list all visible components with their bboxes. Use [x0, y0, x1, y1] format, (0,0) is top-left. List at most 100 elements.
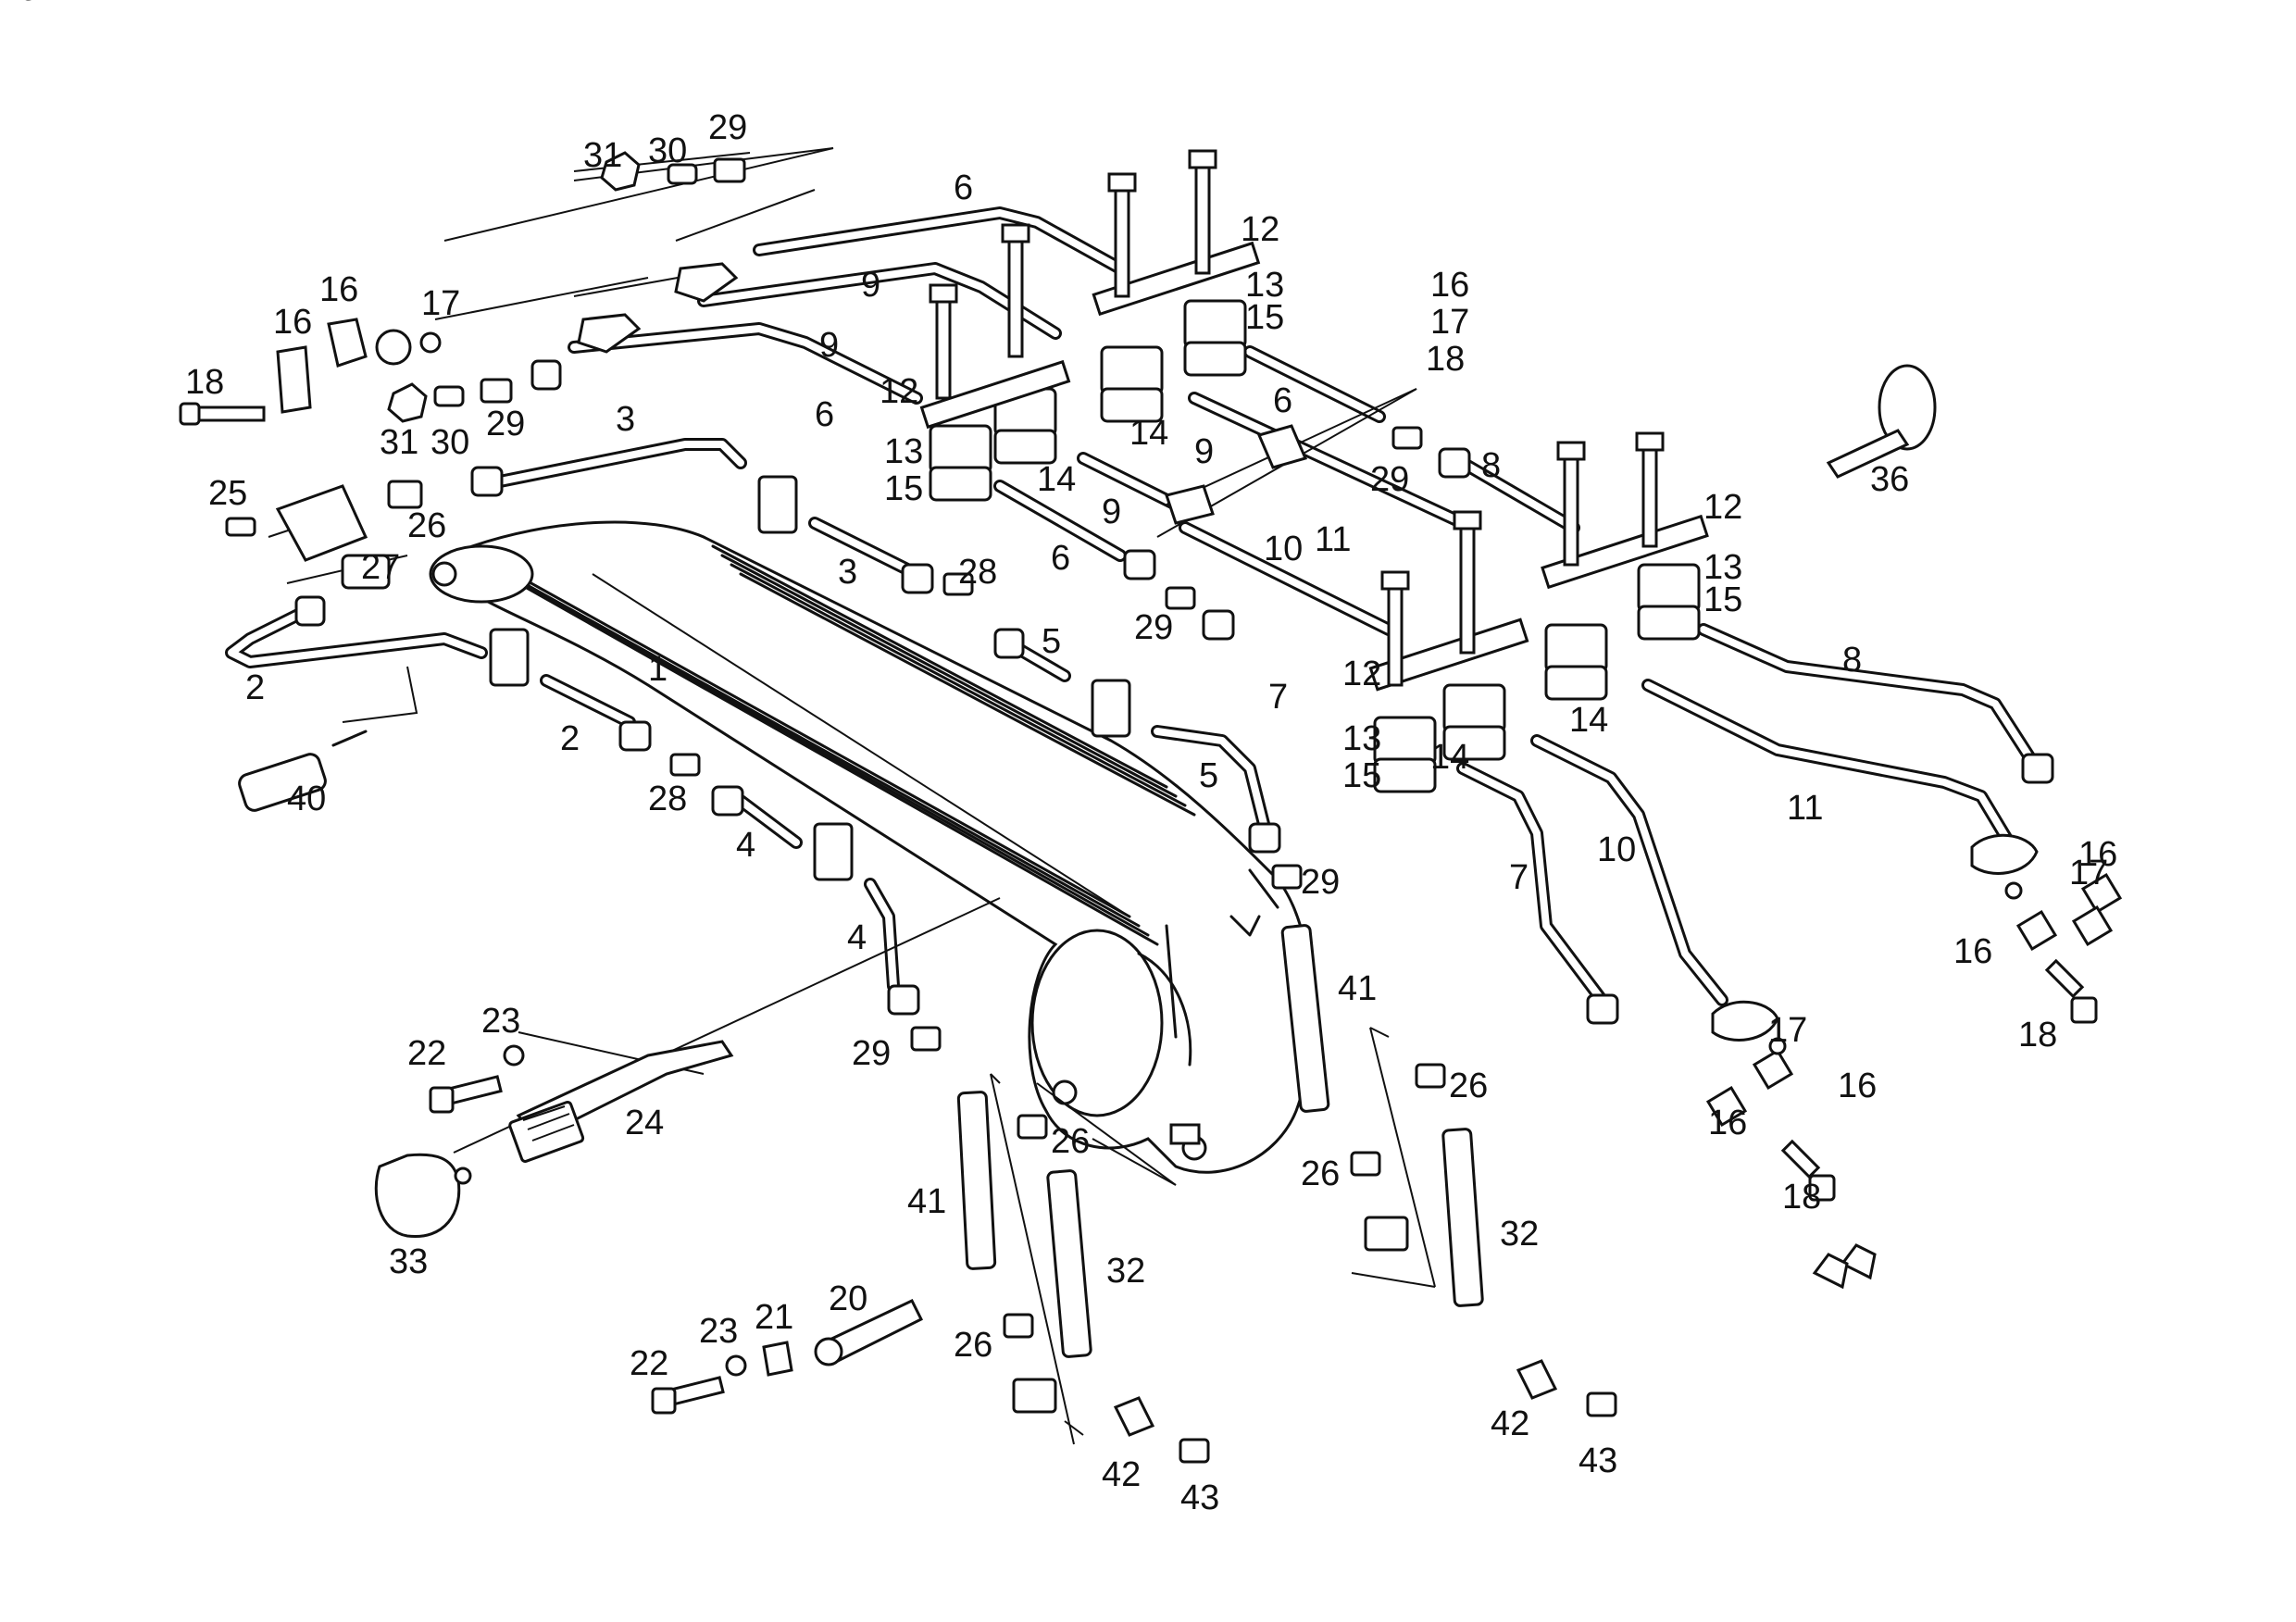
callout-c5b: 5	[1199, 756, 1218, 795]
callout-c28b: 28	[648, 780, 687, 818]
callout-c13a: 13	[1245, 266, 1284, 305]
callout-c14b: 14	[1129, 414, 1168, 453]
callout-c31b: 31	[380, 423, 418, 462]
hose-32-right	[1441, 1128, 1484, 1307]
callout-c14a: 14	[1037, 460, 1076, 499]
callout-c16f: 16	[1838, 1067, 1877, 1105]
hose-41-right	[1280, 924, 1330, 1113]
pedal-box-body	[429, 520, 1314, 1174]
callout-c42a: 42	[1491, 1404, 1529, 1443]
callout-c26b: 26	[1449, 1067, 1488, 1105]
callout-c40: 40	[287, 780, 326, 818]
callout-c14c: 14	[1430, 738, 1469, 777]
callout-c12b: 12	[880, 372, 918, 411]
cable-strap-36	[1878, 364, 1937, 451]
callout-c12c: 12	[1703, 488, 1742, 527]
callout-c32b: 32	[1106, 1252, 1145, 1291]
callout-c29f: 29	[852, 1034, 891, 1073]
callout-c3a: 3	[616, 400, 635, 439]
callout-c29c: 29	[1370, 460, 1409, 499]
hose-41-left	[956, 1091, 997, 1270]
callout-c6b: 6	[815, 395, 834, 434]
pipe-group	[225, 206, 2043, 1006]
callout-c7b: 7	[1509, 858, 1529, 897]
callout-c26e: 26	[954, 1326, 992, 1365]
callout-c13c: 13	[1703, 548, 1742, 587]
callout-c43a: 43	[1578, 1441, 1617, 1480]
knob-33	[374, 1153, 461, 1239]
mounting-plate-12a	[919, 359, 1071, 430]
callout-c30b: 30	[430, 423, 469, 462]
mounting-plate-12b	[1092, 241, 1261, 317]
callout-c11a: 11	[1315, 520, 1351, 559]
callout-c17c: 17	[2069, 854, 2108, 892]
clamp-block-14b	[1100, 345, 1164, 395]
clamp-block-13a	[929, 424, 992, 474]
callout-c29e: 29	[1301, 863, 1340, 902]
callout-c16a: 16	[1430, 266, 1469, 305]
callout-c26c: 26	[1051, 1122, 1090, 1161]
callout-c15a: 15	[1245, 298, 1284, 337]
callout-c18d: 18	[1782, 1178, 1821, 1216]
clamp-block-13d	[1637, 563, 1701, 613]
callout-c16d: 16	[2078, 835, 2117, 874]
callout-c16e: 16	[1953, 932, 1992, 971]
callout-c11b: 11	[1787, 789, 1823, 828]
callout-c18a: 18	[1426, 340, 1465, 379]
callout-c28a: 28	[958, 553, 997, 592]
small-clamp-c	[1091, 679, 1131, 738]
callout-c6c: 6	[1273, 381, 1292, 420]
small-clamp-b	[489, 628, 530, 687]
callout-c9c: 9	[1194, 432, 1214, 471]
callout-c4b: 4	[847, 918, 867, 957]
callout-c25: 25	[208, 474, 247, 513]
callout-c29a: 29	[708, 108, 747, 147]
callout-c24: 24	[625, 1104, 664, 1142]
callout-c16c: 16	[273, 303, 312, 342]
callout-c41a: 41	[1338, 969, 1377, 1008]
callout-c27: 27	[361, 548, 400, 587]
callout-c15c: 15	[1703, 580, 1742, 619]
callout-c13b: 13	[884, 432, 923, 471]
callout-c41b: 41	[907, 1182, 946, 1221]
callout-c16b: 16	[319, 270, 358, 309]
callout-c16g: 16	[1708, 1104, 1747, 1142]
callout-c43b: 43	[1180, 1479, 1219, 1517]
callout-c10b: 10	[1597, 830, 1636, 869]
callout-c7a: 7	[1268, 678, 1288, 717]
callout-c9a: 9	[861, 266, 880, 305]
callout-c10a: 10	[1264, 530, 1303, 568]
clamp-block-14d	[1544, 623, 1608, 673]
callout-c33: 33	[389, 1242, 428, 1281]
clamp-block-14c	[1442, 683, 1506, 733]
callout-c14d: 14	[1569, 701, 1608, 740]
bolt-group	[929, 149, 1665, 687]
callout-c23a: 23	[481, 1002, 520, 1041]
callout-c2a: 2	[245, 668, 265, 707]
callout-c17b: 17	[421, 284, 460, 323]
callout-c22b: 22	[630, 1344, 668, 1383]
callout-c20: 20	[829, 1279, 867, 1318]
callout-c30a: 30	[648, 131, 687, 170]
callout-c36: 36	[1870, 460, 1909, 499]
callout-c29d: 29	[1134, 608, 1173, 647]
callout-c3b: 3	[838, 553, 857, 592]
clamp-block-13c	[1373, 716, 1437, 766]
callout-c5a: 5	[1042, 622, 1061, 661]
small-clamp-a	[757, 475, 798, 534]
small-clamp-d	[813, 822, 854, 881]
callout-c13d: 13	[1342, 719, 1381, 758]
fitting-group	[179, 151, 2123, 1464]
pipe-7	[1456, 762, 1608, 1006]
callout-c32a: 32	[1500, 1215, 1539, 1254]
callout-c12d: 12	[1342, 655, 1381, 693]
callout-c6a: 6	[954, 168, 973, 207]
clamp-block-13b	[1183, 299, 1247, 349]
callout-c22a: 22	[407, 1034, 446, 1073]
callout-c8b: 8	[1842, 641, 1862, 680]
callout-c2b: 2	[560, 719, 580, 758]
callout-c1: 1	[648, 650, 668, 689]
mounting-plate-12d	[1541, 514, 1709, 590]
mounting-plate-12c	[1368, 618, 1529, 692]
